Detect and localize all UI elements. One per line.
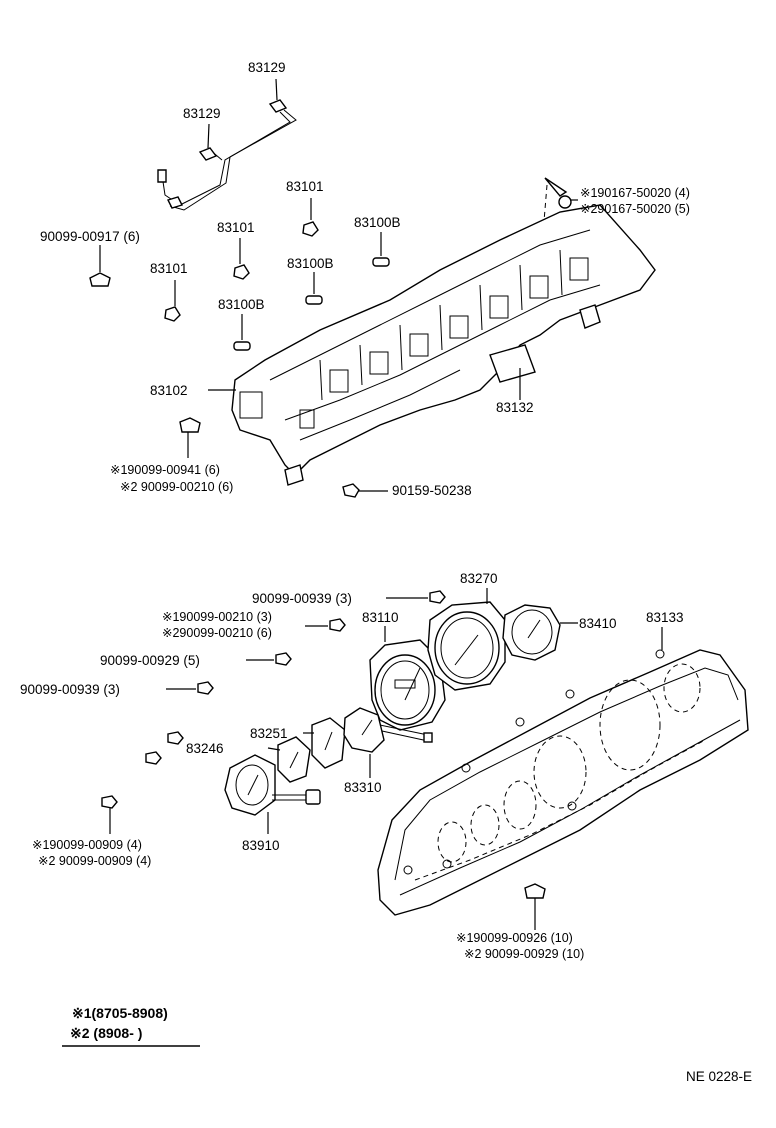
label-90099-00926-2: ※2 90099-00929 (10) <box>464 947 584 961</box>
gauges-83251-83246-83310 <box>267 707 433 783</box>
label-83101-2: 83101 <box>217 220 255 235</box>
label-83102: 83102 <box>150 383 188 398</box>
instrument-panel-frame-83102 <box>208 204 656 486</box>
label-90099-00929: 90099-00929 (5) <box>100 653 200 668</box>
label-90099-00941-2: ※2 90099-00210 (6) <box>120 480 233 494</box>
label-83251: 83251 <box>250 726 288 741</box>
screw-90099-00917 <box>89 245 111 287</box>
label-83410: 83410 <box>579 616 617 631</box>
label-90167-50020-1: ※190167-50020 (4) <box>580 186 690 200</box>
label-90099-00909-2: ※2 90099-00909 (4) <box>38 854 151 868</box>
wire-harness-83129 <box>157 78 297 211</box>
label-90099-00939-left: 90099-00939 (3) <box>20 682 120 697</box>
label-83101-3: 83101 <box>150 261 188 276</box>
label-83110: 83110 <box>362 610 399 625</box>
label-83310: 83310 <box>344 780 382 795</box>
label-83132: 83132 <box>496 400 534 415</box>
screw-90099-00941 <box>179 417 201 458</box>
label-83100b-1: 83100B <box>354 215 401 230</box>
screw-90159-50238 <box>342 483 388 498</box>
screws-left <box>101 590 446 834</box>
label-90167-50020-2: ※290167-50020 (5) <box>580 202 690 216</box>
label-83910: 83910 <box>242 838 280 853</box>
screw-90099-00926 <box>524 883 546 930</box>
label-83101-1: 83101 <box>286 179 324 194</box>
gauge-83410 <box>502 604 578 661</box>
label-90099-00909-1: ※190099-00909 (4) <box>32 838 142 852</box>
label-90099-00926-1: ※190099-00926 (10) <box>456 931 573 945</box>
label-83270: 83270 <box>460 571 498 586</box>
speedometer-83110 <box>369 626 446 731</box>
label-90099-00210-1: ※190099-00210 (3) <box>162 610 272 624</box>
legend-line-1: ※1(8705-8908) <box>72 1005 168 1021</box>
bulb-sockets <box>164 198 390 351</box>
label-83133: 83133 <box>646 610 684 625</box>
meter-housing-83133 <box>377 627 749 916</box>
label-83129-left: 83129 <box>183 106 221 121</box>
label-83100b-3: 83100B <box>218 297 265 312</box>
label-83100b-2: 83100B <box>287 256 334 271</box>
label-90099-00210-2: ※290099-00210 (6) <box>162 626 272 640</box>
tachometer-83270 <box>427 588 506 691</box>
label-83129-top: 83129 <box>248 60 286 75</box>
label-90099-00939-top: 90099-00939 (3) <box>252 591 352 606</box>
label-90159-50238: 90159-50238 <box>392 483 472 498</box>
label-83246: 83246 <box>186 741 224 756</box>
gauge-83910 <box>224 754 321 834</box>
label-90099-00941-1: ※190099-00941 (6) <box>110 463 220 477</box>
screw-90167-50020 <box>539 177 578 271</box>
label-90099-00917: 90099-00917 (6) <box>40 229 140 244</box>
legend-line-2: ※2 (8908- ) <box>70 1025 142 1041</box>
reference-code: NE 0228-E <box>686 1069 752 1084</box>
